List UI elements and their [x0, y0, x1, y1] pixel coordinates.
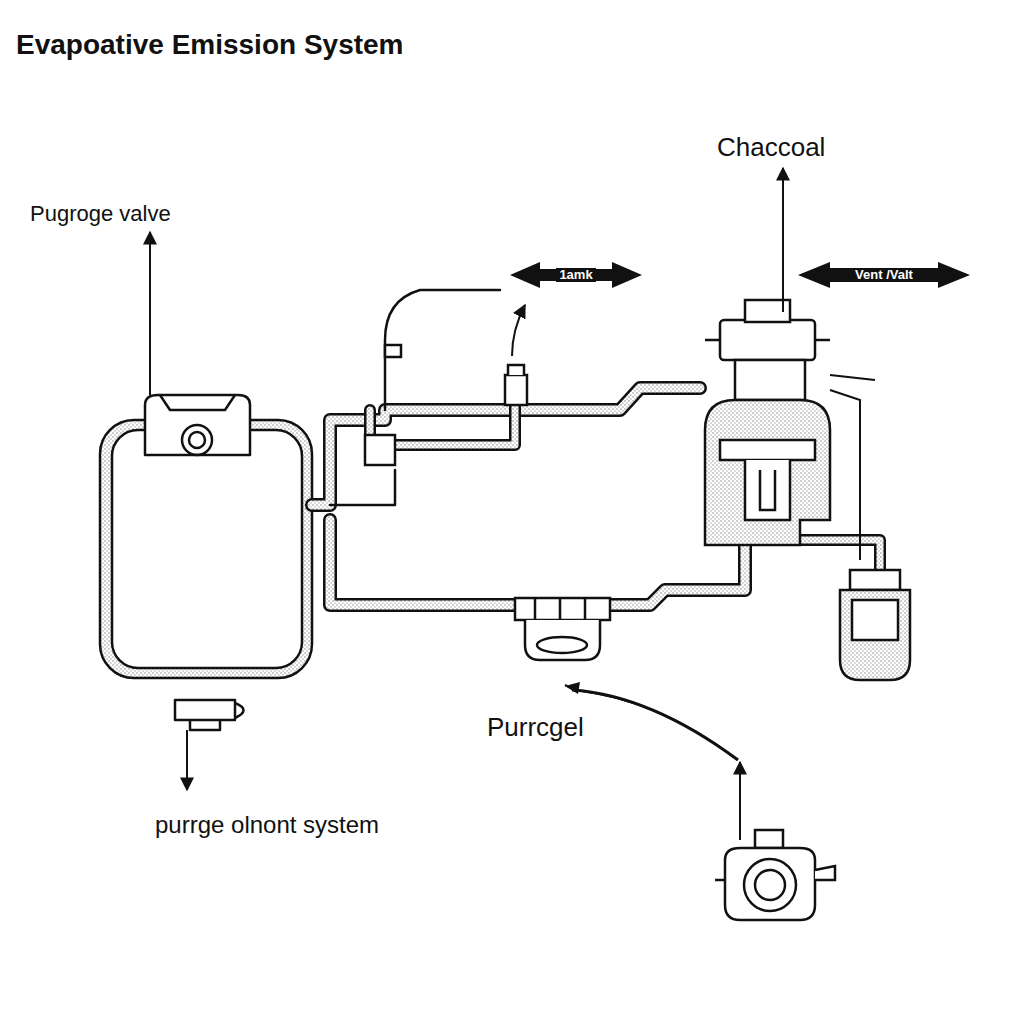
- arrow-label: Vent /Valt: [852, 268, 916, 282]
- diagram-title: Evapoative Emission System: [16, 30, 404, 61]
- part-label: purrge olnont system: [155, 812, 379, 838]
- part-label: Pugroge valve: [30, 202, 171, 226]
- part-label: Chaccoal: [717, 133, 825, 162]
- arrow-label: 1amk: [556, 268, 595, 282]
- part-label: Purrcgel: [487, 713, 584, 742]
